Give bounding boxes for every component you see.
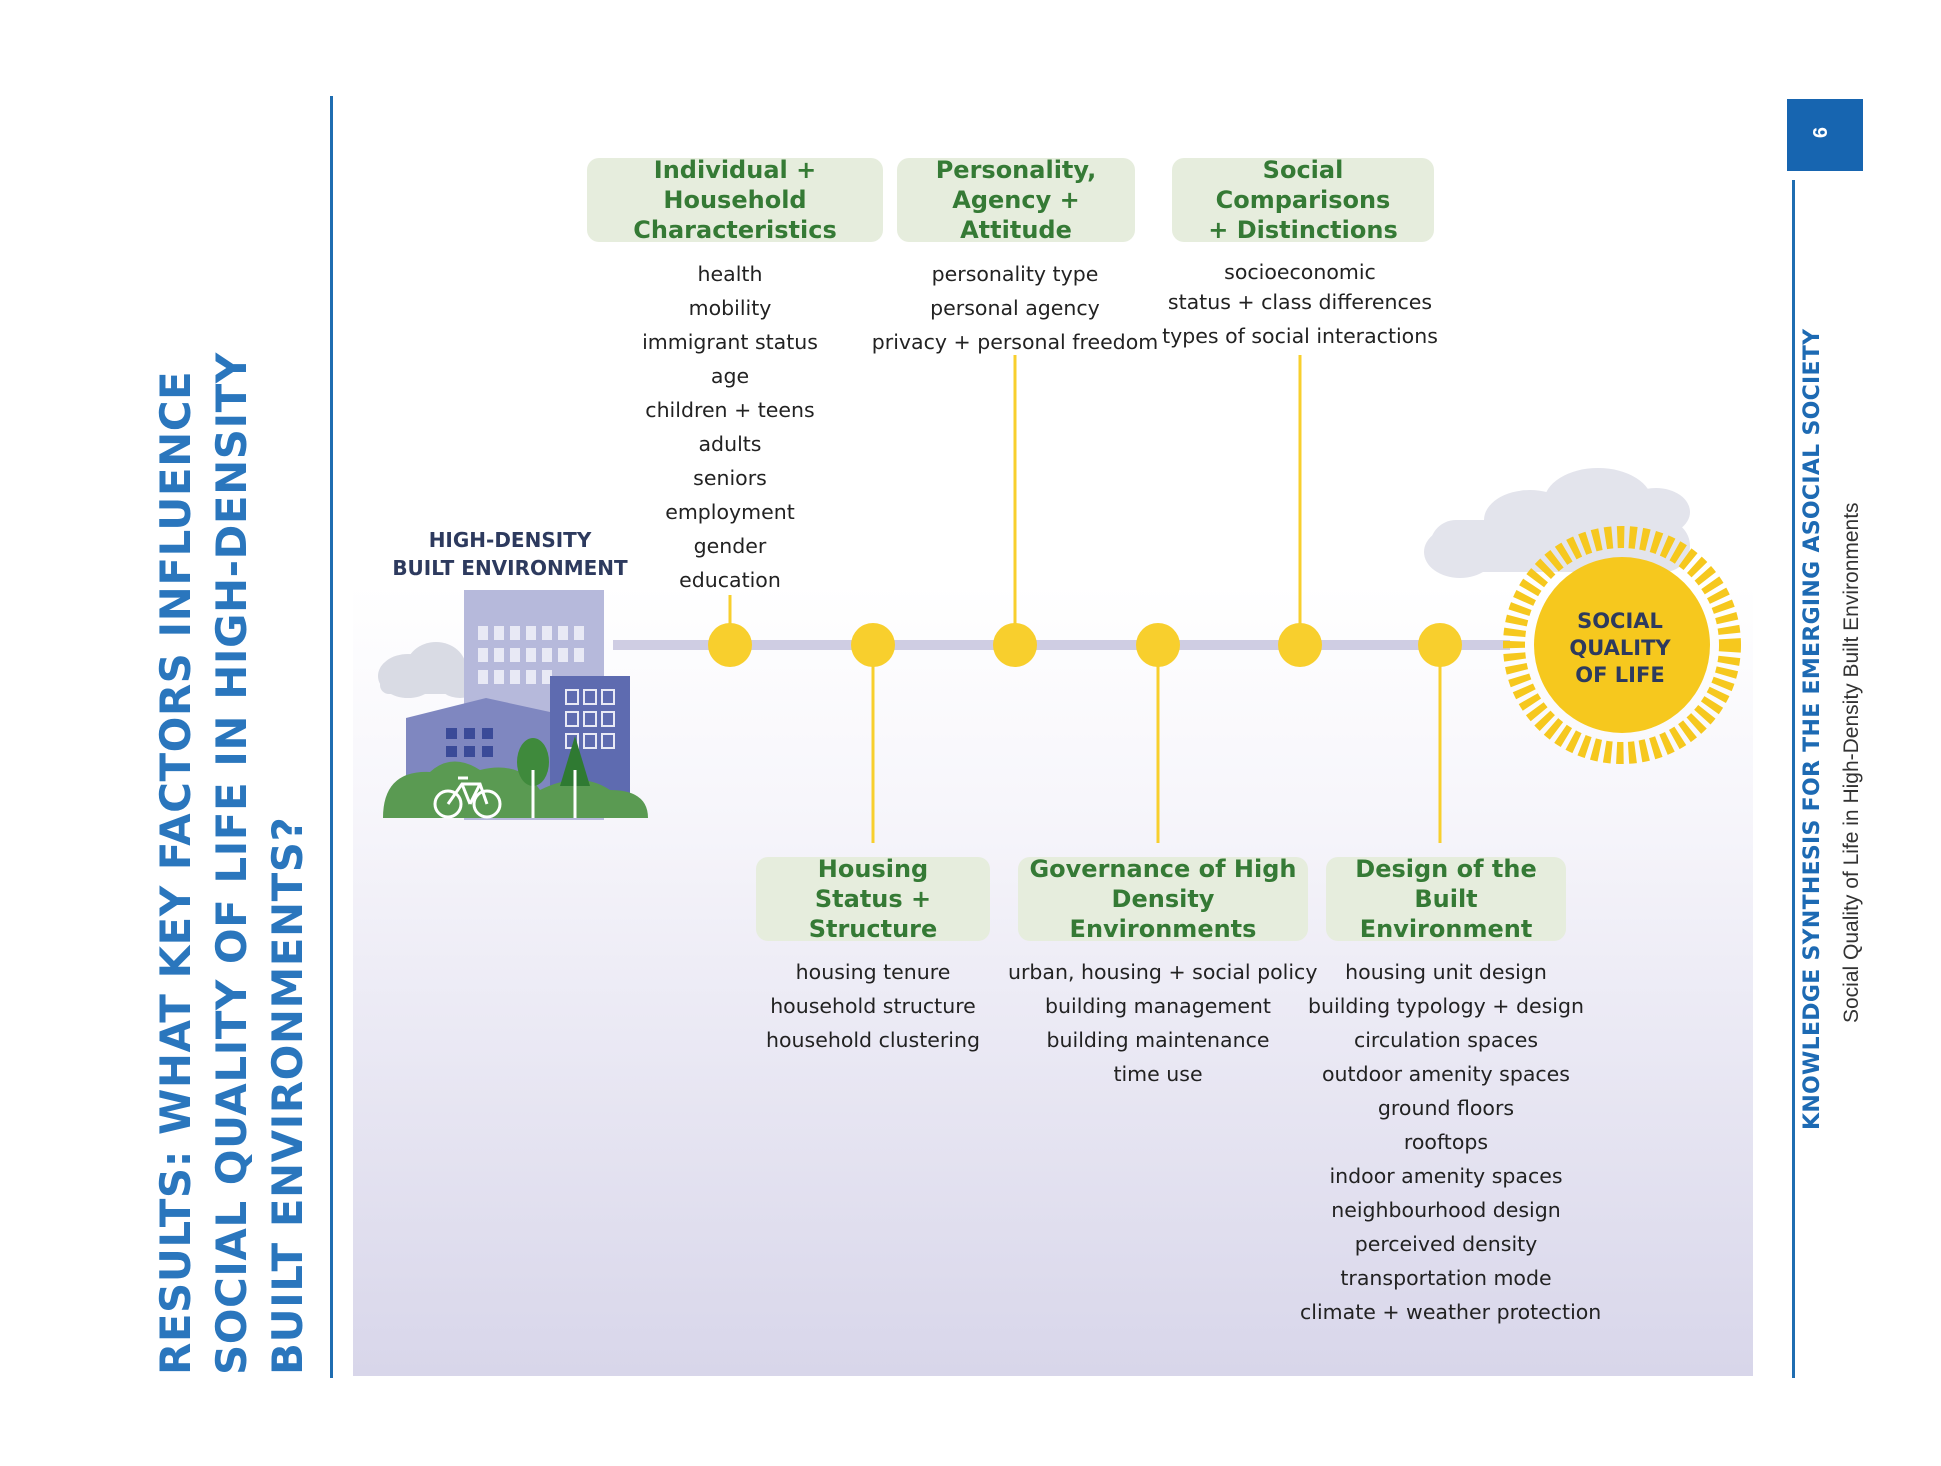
list-item: household structure [770,994,976,1018]
end-label-line-1: SOCIAL [1577,609,1663,633]
factor-box-individual: Individual + Household Characteristics [587,156,883,244]
start-label-line-2: BUILT ENVIRONMENT [392,556,628,580]
node-personality [993,623,1037,667]
factor-box-governance: Governance of High Density Environments [1018,855,1308,943]
list-item: gender [693,534,767,558]
node-design [1418,623,1462,667]
factor-box-design: Design of the Built Environment [1326,855,1566,943]
node-social [1278,623,1322,667]
list-item: employment [665,500,795,524]
factor-title-line: Status + Structure [808,885,938,943]
node-governance [1136,623,1180,667]
sun-icon [1503,526,1741,764]
factor-title-line: Built Environment [1359,885,1533,943]
list-item: building typology + design [1308,994,1584,1018]
left-divider [330,96,333,1378]
node-individual [708,623,752,667]
factor-title-line: Design of the [1355,855,1537,883]
list-item: time use [1113,1062,1203,1086]
list-item: building maintenance [1046,1028,1270,1052]
list-item: perceived density [1354,1232,1538,1256]
factor-title-line: Social Comparisons [1215,156,1391,214]
list-item: personal agency [930,296,1100,320]
end-label-line-3: OF LIFE [1575,663,1665,687]
list-item: status + class differences [1167,290,1433,314]
list-item: health [697,262,763,286]
factor-title-line: Density Environments [1069,885,1257,943]
list-item: household clustering [766,1028,980,1052]
list-item: children + teens [645,398,815,422]
list-item: mobility [688,296,772,320]
cloud-right [1424,468,1690,578]
factor-items-individual: health mobility immigrant status age chi… [630,257,830,597]
list-item: personality type [931,262,1099,286]
list-item: neighbourhood design [1331,1198,1561,1222]
factor-box-social: Social Comparisons + Distinctions [1172,156,1434,244]
start-label-line-1: HIGH-DENSITY [428,528,592,552]
list-item: rooftops [1403,1130,1489,1154]
factor-title-line: + Distinctions [1208,216,1398,244]
list-item: seniors [693,466,767,490]
list-item: urban, housing + social policy [1008,960,1318,984]
page-number-tab: 9 [1787,99,1863,171]
list-item: housing unit design [1345,960,1547,984]
list-item: building management [1045,994,1271,1018]
factor-title-line: Housing [817,855,929,883]
factor-items-design: housing unit design building typology + … [1300,955,1602,1329]
building-illustration [383,590,648,820]
list-item: transportation mode [1340,1266,1552,1290]
start-label: HIGH-DENSITY BUILT ENVIRONMENT [380,526,640,582]
list-item: indoor amenity spaces [1329,1164,1563,1188]
factor-title-line: Characteristics [633,216,837,244]
list-item: ground floors [1377,1096,1515,1120]
cloud-left [378,642,482,698]
list-item: socioeconomic [1224,260,1376,284]
factor-items-personality: personality type personal agency privacy… [870,257,1160,359]
end-label-line-2: QUALITY [1569,636,1671,660]
list-item: privacy + personal freedom [871,330,1159,354]
factor-items-governance: urban, housing + social policy building … [1008,955,1318,1091]
factor-box-personality: Personality, Agency + Attitude [897,156,1135,244]
factor-items-housing: housing tenure household structure house… [753,955,993,1057]
list-item: education [679,568,781,592]
list-item: adults [698,432,762,456]
factor-box-housing: Housing Status + Structure [756,855,990,943]
list-item: age [710,364,750,388]
factor-title-line: Individual + Household [653,156,817,214]
right-divider [1792,180,1795,1378]
factor-title-line: Governance of High [1029,855,1297,883]
list-item: types of social interactions [1162,324,1438,348]
list-item: circulation spaces [1353,1028,1539,1052]
end-label: SOCIAL QUALITY OF LIFE [1560,608,1680,689]
factor-title-line: Agency + Attitude [952,186,1080,244]
node-housing [851,623,895,667]
list-item: climate + weather protection [1300,1300,1602,1324]
list-item: outdoor amenity spaces [1322,1062,1570,1086]
list-item: housing tenure [795,960,951,984]
factor-items-social: socioeconomic status + class differences… [1160,257,1440,351]
factor-title-line: Personality, [935,156,1097,184]
list-item: immigrant status [642,330,818,354]
